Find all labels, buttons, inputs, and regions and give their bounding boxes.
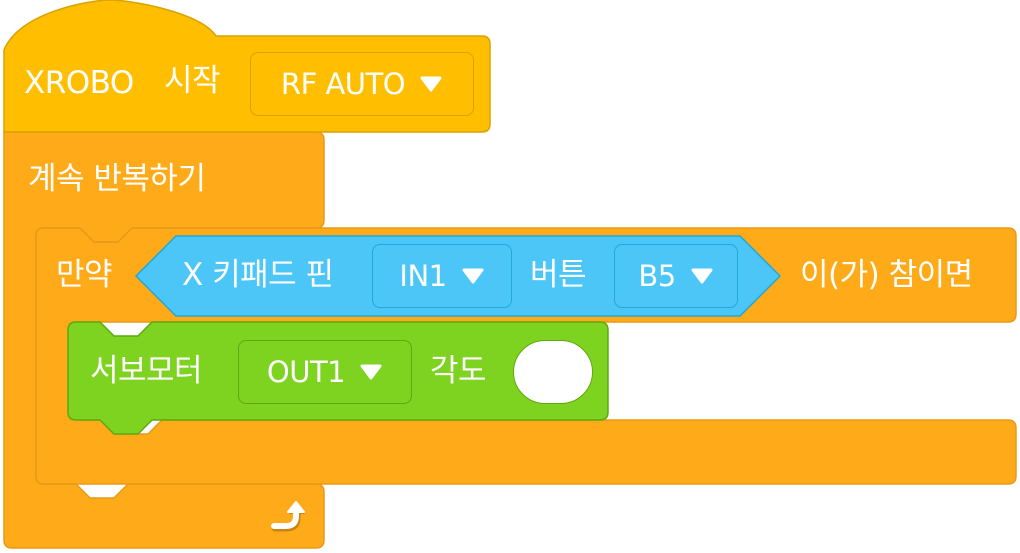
loop-arrow-icon bbox=[271, 501, 305, 532]
chevron-down-icon bbox=[420, 76, 442, 92]
forever-label: 계속 반복하기 bbox=[28, 161, 206, 197]
port-dropdown-value: OUT1 bbox=[266, 355, 346, 389]
hat-label-start: 시작 bbox=[164, 63, 221, 99]
if-label: 만약 bbox=[56, 257, 113, 293]
mode-dropdown-value: RF AUTO bbox=[280, 67, 406, 101]
mode-dropdown[interactable]: RF AUTO bbox=[250, 52, 474, 116]
angle-input[interactable] bbox=[513, 340, 593, 404]
pin-dropdown-value: IN1 bbox=[399, 259, 447, 293]
hat-label-xrobo: XROBO bbox=[24, 65, 134, 101]
port-dropdown[interactable]: OUT1 bbox=[238, 340, 412, 404]
keypad-pin-label: X 키패드 핀 bbox=[182, 257, 334, 293]
chevron-down-icon bbox=[360, 364, 382, 380]
button-label: 버튼 bbox=[530, 257, 587, 293]
chevron-down-icon bbox=[691, 268, 713, 284]
angle-label: 각도 bbox=[430, 353, 487, 389]
pin-dropdown[interactable]: IN1 bbox=[372, 244, 512, 308]
button-dropdown-value: B5 bbox=[638, 259, 676, 293]
servo-motor-label: 서보모터 bbox=[90, 353, 203, 389]
button-dropdown[interactable]: B5 bbox=[614, 244, 738, 308]
chevron-down-icon bbox=[462, 268, 484, 284]
if-condition-suffix: 이(가) 참이면 bbox=[800, 257, 973, 293]
